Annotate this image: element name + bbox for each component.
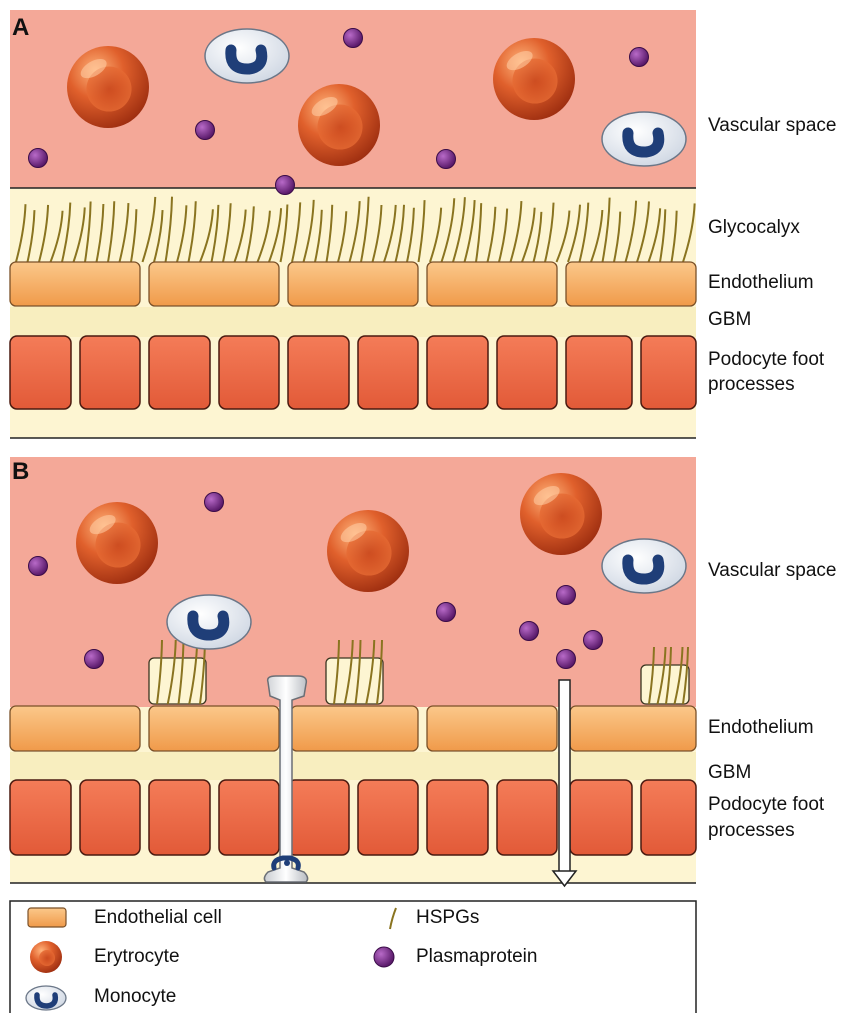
endothelial-cell <box>566 262 696 306</box>
plasmaprotein <box>29 557 48 576</box>
plasmaprotein <box>520 622 539 641</box>
panel-b <box>10 457 696 886</box>
plasmaprotein <box>196 121 215 140</box>
erythrocyte-icon <box>30 941 62 973</box>
podocyte-foot-process <box>566 336 632 409</box>
plasmaprotein <box>205 493 224 512</box>
legend-label-monocyte: Monocyte <box>94 986 176 1008</box>
panel-a-letter: A <box>12 14 29 42</box>
podocyte-foot-process <box>80 336 140 409</box>
podocyte-foot-process <box>641 780 696 855</box>
endothelial-cell <box>149 262 279 306</box>
podocyte-foot-process <box>149 780 210 855</box>
label-vascular-space: Vascular space <box>708 113 837 139</box>
label-podocyte-line1: Podocyte foot <box>708 347 824 373</box>
label-podocyte-line2: processes <box>708 372 795 398</box>
label-gbm: GBM <box>708 760 751 786</box>
plasmaprotein <box>85 650 104 669</box>
podocyte-foot-process <box>358 336 418 409</box>
endothelial-cell <box>288 262 418 306</box>
podocyte-foot-process <box>641 336 696 409</box>
plasmaprotein <box>557 650 576 669</box>
label-vascular-space: Vascular space <box>708 558 837 584</box>
label-podocyte-line2: processes <box>708 818 795 844</box>
podocyte-foot-process <box>10 780 71 855</box>
endothelium-layer <box>10 706 696 751</box>
label-gbm: GBM <box>708 307 751 333</box>
monocyte <box>167 595 251 649</box>
monocyte <box>602 539 686 593</box>
podocyte-foot-process <box>288 336 349 409</box>
endothelial-cell <box>427 262 557 306</box>
podocyte-foot-process <box>10 336 71 409</box>
erythrocyte <box>67 46 149 128</box>
endothelial-cell <box>149 706 279 751</box>
label-podocyte-line1: Podocyte foot <box>708 792 824 818</box>
erythrocyte <box>327 510 409 592</box>
endothelium-layer <box>10 262 696 306</box>
label-glycocalyx: Glycocalyx <box>708 215 800 241</box>
podocyte-foot-process <box>497 780 557 855</box>
endothelial-cell <box>291 706 418 751</box>
podocyte-foot-process <box>427 336 488 409</box>
monocyte-icon <box>26 986 66 1010</box>
endothelial-cell <box>427 706 557 751</box>
panel-a <box>10 10 696 438</box>
podocyte-foot-process <box>358 780 418 855</box>
plasmaprotein <box>630 48 649 67</box>
endothelial-cell-icon <box>28 908 66 927</box>
plasmaprotein <box>584 631 603 650</box>
plasmaprotein <box>437 150 456 169</box>
plasmaprotein <box>29 149 48 168</box>
plasmaprotein <box>344 29 363 48</box>
podocyte-foot-process <box>570 780 632 855</box>
erythrocyte <box>520 473 602 555</box>
monocyte <box>602 112 686 166</box>
legend-label-endothelial-cell: Endothelial cell <box>94 907 222 929</box>
gbm-layer <box>10 307 696 337</box>
legend-label-erythrocyte: Erytrocyte <box>94 946 180 968</box>
podocyte-foot-process <box>149 336 210 409</box>
plasmaprotein <box>437 603 456 622</box>
erythrocyte <box>298 84 380 166</box>
podocyte-foot-process <box>427 780 488 855</box>
erythrocyte <box>76 502 158 584</box>
label-endothelium: Endothelium <box>708 715 814 741</box>
podocyte-foot-process <box>497 336 557 409</box>
podocyte-foot-process <box>288 780 349 855</box>
monocyte <box>205 29 289 83</box>
podocyte-foot-process <box>80 780 140 855</box>
plasmaprotein-icon <box>374 947 394 967</box>
label-endothelium: Endothelium <box>708 270 814 296</box>
endothelial-cell <box>10 262 140 306</box>
endothelial-cell <box>570 706 696 751</box>
plasmaprotein <box>276 176 295 195</box>
endothelial-cell <box>10 706 140 751</box>
plasmaprotein <box>557 586 576 605</box>
erythrocyte <box>493 38 575 120</box>
gbm-layer <box>10 752 696 780</box>
podocyte-foot-process <box>219 780 279 855</box>
podocyte-foot-process <box>219 336 279 409</box>
legend-label-plasmaprotein: Plasmaprotein <box>416 946 537 968</box>
panel-b-letter: B <box>12 458 29 486</box>
legend-label-hspgs: HSPGs <box>416 907 479 929</box>
